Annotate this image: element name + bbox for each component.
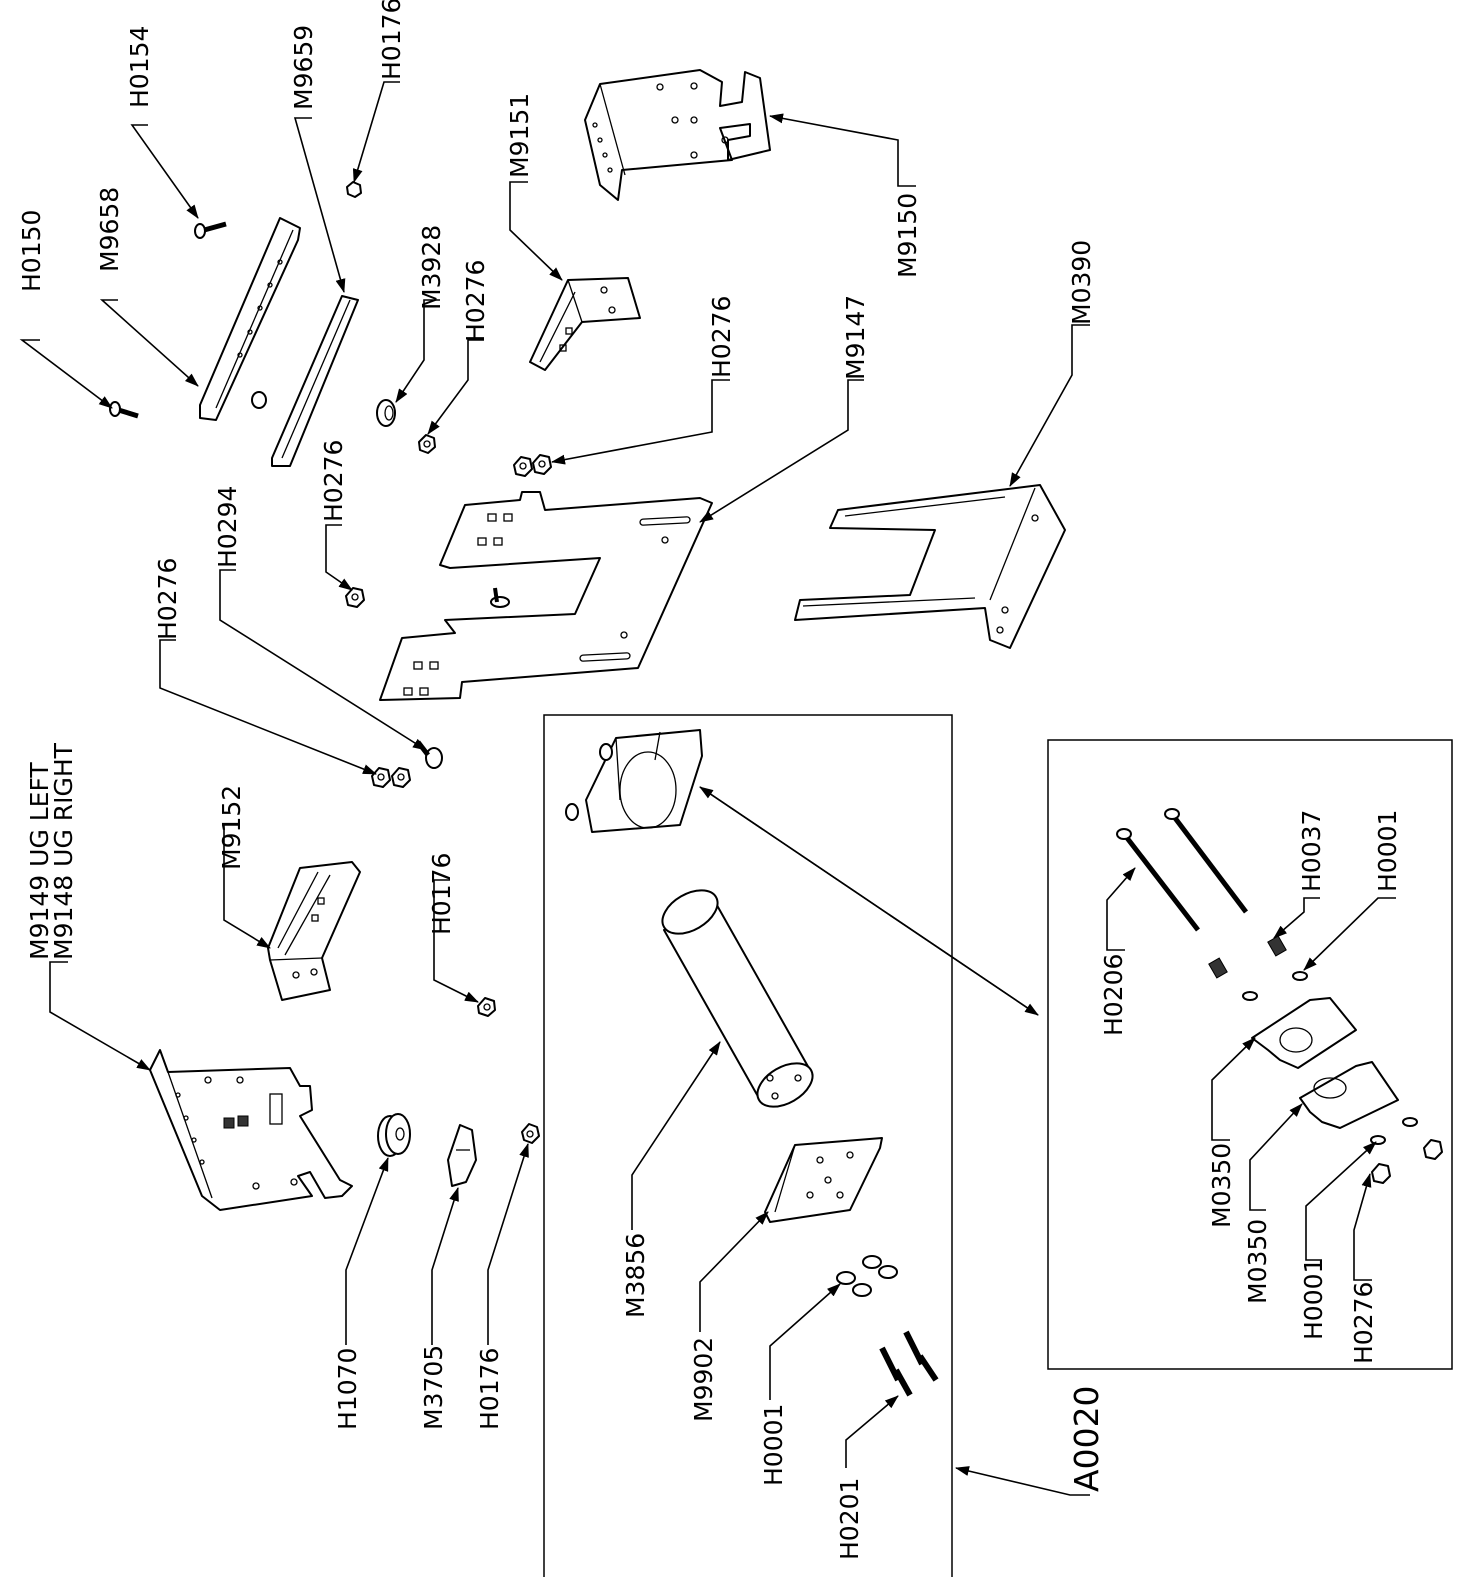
bar-m9659 xyxy=(271,295,359,467)
frame-m0390 xyxy=(794,484,1066,649)
label-h0176-mid: H0176 xyxy=(427,853,456,935)
bracket-m9151 xyxy=(529,277,641,371)
nut-h0176-top xyxy=(346,181,362,198)
label-m9148: M9148 UG RIGHT xyxy=(49,742,78,960)
label-m3928: M3928 xyxy=(417,225,446,310)
label-m9149: M9149 UG LEFT xyxy=(25,762,54,960)
label-m0390: M0390 xyxy=(1067,240,1096,325)
label-h0276-e: H0276 xyxy=(1349,1282,1378,1364)
label-h0276-a: H0276 xyxy=(461,260,490,342)
label-h0276-c: H0276 xyxy=(319,440,348,522)
label-h1070: H1070 xyxy=(333,1348,362,1430)
nut-h0176-lower xyxy=(521,1123,540,1144)
label-a0020: A0020 xyxy=(1067,1385,1106,1492)
a0020-assembly-box xyxy=(543,714,953,1577)
plate-m9147 xyxy=(379,491,713,701)
clamp-half-m0350-a xyxy=(1251,997,1357,1069)
spacer-m3928 xyxy=(376,399,396,427)
label-h0294: H0294 xyxy=(213,486,242,568)
plate-m9902 xyxy=(764,1137,883,1223)
nuts-h0276-e xyxy=(1371,1139,1443,1184)
label-h0176-lower: H0176 xyxy=(475,1348,504,1430)
label-m0350-b: M0350 xyxy=(1243,1219,1272,1304)
bracket-m9152 xyxy=(267,861,361,1001)
label-m9658: M9658 xyxy=(95,187,124,272)
label-h0206: H0206 xyxy=(1099,954,1128,1036)
nut-h0176-mid xyxy=(477,997,496,1017)
label-h0001-b: H0001 xyxy=(1373,810,1402,892)
tube-m3856 xyxy=(661,889,814,1108)
washers-h0001-b xyxy=(1242,971,1308,1001)
label-h0037: H0037 xyxy=(1297,810,1326,892)
label-m9659: M9659 xyxy=(289,25,318,110)
label-h0001-a: H0001 xyxy=(759,1404,788,1486)
leader-lines xyxy=(19,81,1396,1496)
label-m3705: M3705 xyxy=(419,1345,448,1430)
plate-m9149-m9148 xyxy=(149,1049,353,1211)
nut-mid-left xyxy=(251,391,267,409)
label-m0350-a: M0350 xyxy=(1207,1143,1236,1228)
clamp-half-m0350-b xyxy=(1299,1061,1399,1129)
label-h0001-c: H0001 xyxy=(1299,1258,1328,1340)
washers-h0001-c xyxy=(1370,1117,1418,1145)
bolts-h0201 xyxy=(879,1330,939,1397)
label-m3856: M3856 xyxy=(621,1233,650,1318)
nut-h0276-a xyxy=(418,434,436,454)
screw-h0294 xyxy=(416,740,443,769)
plate-m9150 xyxy=(584,69,771,201)
label-h0276-d: H0276 xyxy=(153,558,182,640)
washers-h0001-a xyxy=(836,1255,898,1297)
label-m9150: M9150 xyxy=(893,193,922,278)
label-m9151: M9151 xyxy=(505,93,534,178)
label-h0154: H0154 xyxy=(125,26,154,108)
bolts-h0206 xyxy=(1116,808,1248,932)
label-h0150: H0150 xyxy=(17,210,46,292)
bracket-m3705 xyxy=(447,1124,477,1187)
angle-bar-m9658 xyxy=(199,217,301,421)
roller-h1070 xyxy=(377,1113,411,1157)
label-m9152: M9152 xyxy=(217,785,246,870)
set-screws-h0037 xyxy=(1208,935,1287,979)
label-m9902: M9902 xyxy=(689,1337,718,1422)
label-h0276-b: H0276 xyxy=(707,296,736,378)
nuts-h0276-d xyxy=(371,767,411,788)
clamp-block-assembled xyxy=(565,729,703,833)
label-h0201: H0201 xyxy=(835,1478,864,1560)
clamp-detail-box xyxy=(1047,739,1453,1370)
label-m9147: M9147 xyxy=(841,295,870,380)
nuts-h0276-b xyxy=(513,454,552,477)
label-h0176-top: H0176 xyxy=(377,0,406,80)
screw-h0150 xyxy=(109,401,139,419)
screw-h0154 xyxy=(194,221,227,239)
callout-labels: H0150 M9658 H0154 M9659 H0176 M3928 H027… xyxy=(17,0,1402,1560)
nut-h0276-c xyxy=(345,587,365,608)
